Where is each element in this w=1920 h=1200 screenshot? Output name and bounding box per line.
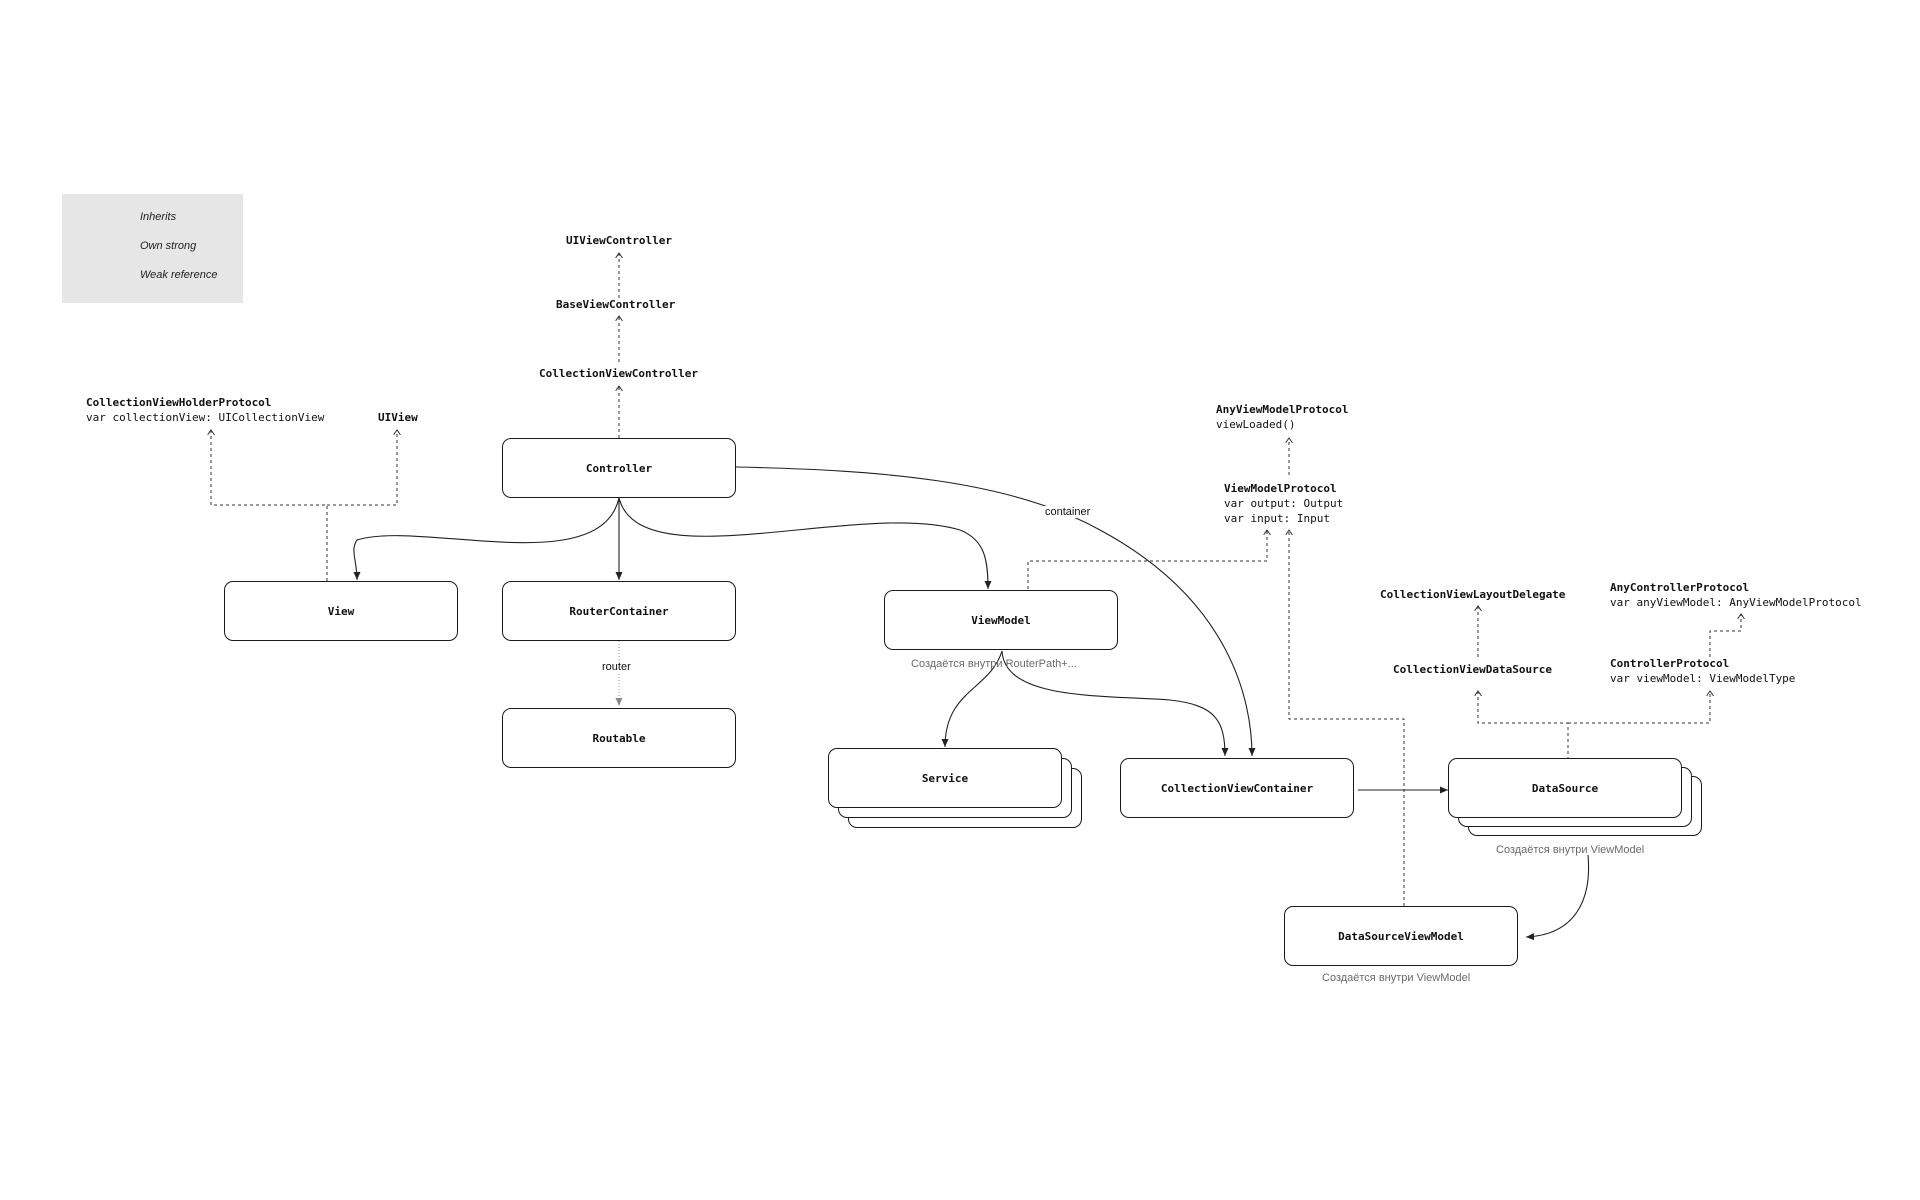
protocol-anyviewmodelprotocol: AnyViewModelProtocol viewLoaded() (1216, 403, 1349, 431)
protocol-collectionviewcontroller: CollectionViewController (539, 367, 698, 380)
protocol-anycontrollerprotocol: AnyControllerProtocol var anyViewModel: … (1610, 581, 1862, 609)
edge-datasource-inherits-collectionviewdatasource (1478, 691, 1569, 760)
edge-label-container: container (1043, 506, 1093, 518)
node-controller[interactable]: Controller (502, 438, 736, 498)
note-viewmodel: Создаётся внутри RouterPath+... (911, 658, 1077, 670)
protocol-viewmodelprotocol: ViewModelProtocol var output: Output var… (1224, 482, 1344, 525)
protocol-baseviewcontroller: BaseViewController (556, 298, 676, 311)
node-viewmodel[interactable]: ViewModel (884, 590, 1118, 650)
node-collectionviewcontainer[interactable]: CollectionViewContainer (1120, 758, 1354, 818)
edge-viewmodel-inherits-viewmodelprotocol (1027, 530, 1267, 589)
edge-view-inherits-protocols (211, 430, 328, 581)
protocol-uiviewcontroller: UIViewController (566, 234, 672, 247)
legend-weak-reference-label: Weak reference (140, 269, 218, 281)
legend-own-strong-label: Own strong (140, 240, 197, 252)
edge-controller-owns-viewmodel (618, 497, 992, 590)
edge-controllerprotocol-inherits-anycontrollerprotocol (1709, 614, 1741, 657)
protocol-collectionviewholderprotocol: CollectionViewHolderProtocol var collect… (86, 396, 325, 424)
node-routercontainer[interactable]: RouterContainer (502, 581, 736, 641)
edge-controller-owns-view (353, 497, 620, 581)
edge-label-router: router (600, 661, 633, 673)
legend (62, 194, 243, 303)
protocol-uiview: UIView (378, 411, 418, 424)
edge-view-inherits-uiview (327, 430, 397, 506)
node-service[interactable]: Service (828, 748, 1062, 808)
node-datasource[interactable]: DataSource (1448, 758, 1682, 818)
node-routable[interactable]: Routable (502, 708, 736, 768)
legend-inherits-label: Inherits (140, 211, 177, 223)
edge-datasource-inherits-controllerprotocol (1568, 691, 1710, 724)
protocol-collectionviewdatasource: CollectionViewDataSource (1393, 663, 1552, 676)
protocol-controllerprotocol: ControllerProtocol var viewModel: ViewMo… (1610, 657, 1796, 685)
protocol-collectionviewlayoutdelegate: CollectionViewLayoutDelegate (1380, 588, 1566, 601)
node-view[interactable]: View (224, 581, 458, 641)
note-datasource: Создаётся внутри ViewModel (1496, 844, 1645, 856)
node-datasourceviewmodel[interactable]: DataSourceViewModel (1284, 906, 1518, 966)
edge-datasource-owns-datasourceviewmodel (1525, 854, 1590, 941)
note-datasourceviewmodel: Создаётся внутри ViewModel (1322, 972, 1471, 984)
